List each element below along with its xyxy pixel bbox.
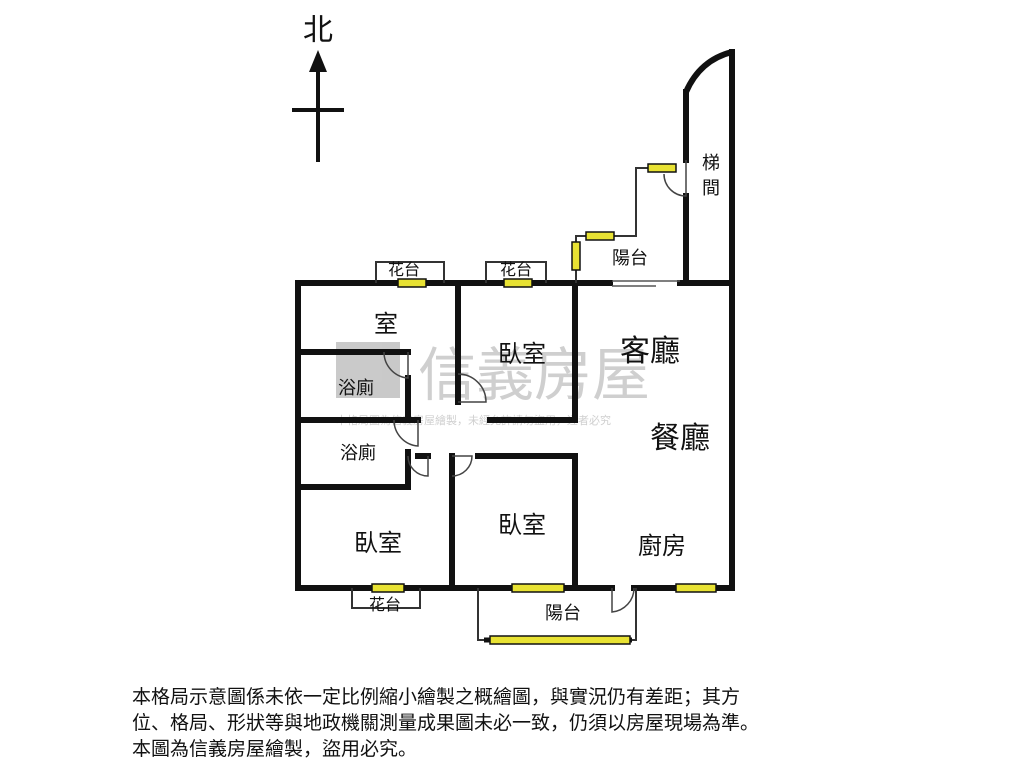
window [675,583,717,593]
door-arc [383,351,409,379]
window [371,583,405,593]
window [647,163,677,173]
room-label-bedroom: 臥室 [498,340,546,368]
door-arc [663,160,687,197]
room-label-dining: 餐廳 [650,421,710,456]
door-arc [393,419,419,447]
room-label-planter: 花台 [500,260,532,279]
door-swings [383,160,687,613]
walls [295,49,735,591]
window [585,231,615,241]
room-label-planter: 花台 [369,595,401,614]
windows [371,163,717,645]
room-label-bedroom: 臥室 [354,529,402,557]
door-arc [451,455,473,477]
room-label-planter: 花台 [388,260,420,279]
window [489,635,631,645]
planter-outlines [351,261,547,609]
room-label-stair: 間 [702,178,720,199]
room-label-kitchen: 廚房 [638,532,686,560]
room-label-bath: 浴廁 [340,442,376,464]
door-arc [611,587,635,613]
watermark-note: 本格局圖為信義房屋繪製，未經允許請勿盜用，違者必究 [336,413,611,427]
sliding-door [612,280,680,287]
north-arrow: 北 [292,13,344,162]
disclaimer-line: 位、格局、形狀等與地政機關測量成果圖未必一致，仍須以房屋現場為準。 [132,712,760,734]
window [397,278,427,288]
room-label-bedroom: 臥室 [498,511,546,539]
disclaimer-line: 本格局示意圖係未依一定比例縮小繪製之概繪圖，與實況仍有差距；其方 [132,686,741,708]
window [503,278,533,288]
window [571,241,581,271]
stair-arc [683,49,733,94]
window [511,583,565,593]
north-label: 北 [303,13,333,48]
room-label-bath: 浴廁 [338,377,374,399]
disclaimer-line: 本圖為信義房屋繪製，盜用必究。 [132,738,418,760]
room-label-living: 客廳 [620,334,680,369]
disclaimer: 本格局示意圖係未依一定比例縮小繪製之概繪圖，與實況仍有差距；其方 位、格局、形狀… [132,684,912,762]
door-arc [457,373,487,403]
room-label-balcony: 陽台 [545,603,581,624]
room-label-balcony: 陽台 [612,248,648,269]
room-label-stair: 梯 [702,153,720,174]
room-label-bedroom: 室 [374,310,398,338]
door-arc [407,455,429,477]
